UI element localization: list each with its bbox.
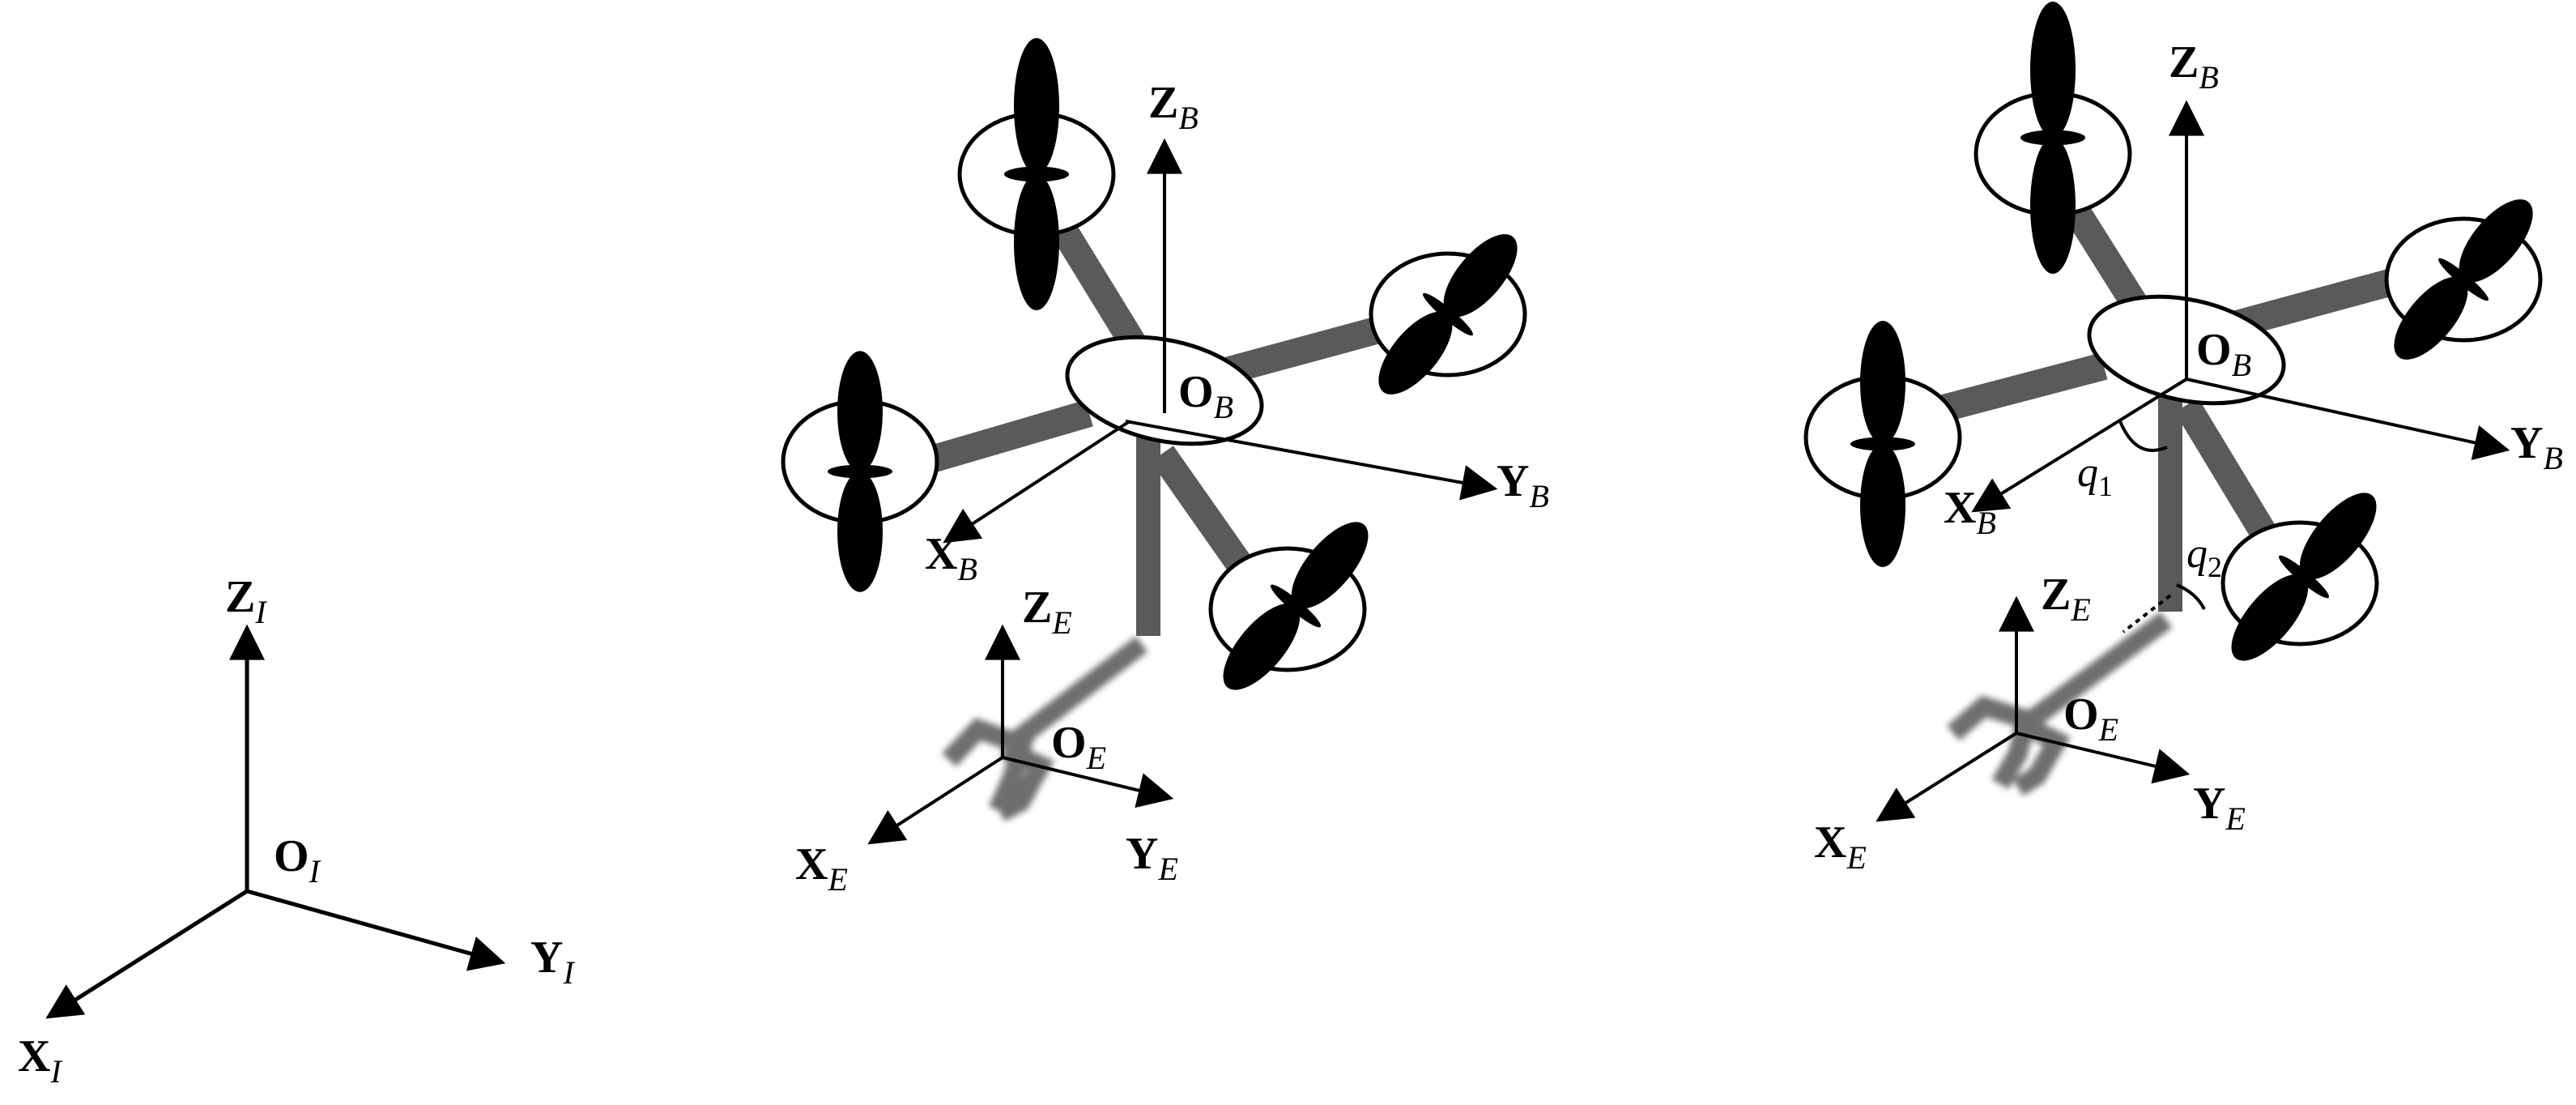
ee2-origin-label: OE [2063, 689, 2118, 748]
body2-x-label: XB [1944, 483, 1996, 541]
body1-origin-label: OB [1178, 367, 1233, 425]
inertial-x-label: XI [18, 1031, 62, 1090]
ee2-x-label: XE [1814, 817, 1867, 876]
body2-z-label: ZB [2169, 37, 2219, 96]
arm [919, 399, 1093, 476]
ee2-y-label: YE [2193, 779, 2246, 837]
quadrotor-1: ZB OB YB XB ZE OE YE XE [781, 38, 1549, 898]
rotor [1358, 215, 1538, 413]
body2-y-label: YB [2510, 418, 2563, 476]
inertial-z-label: ZI [225, 572, 267, 630]
q2-label: q2 [2186, 531, 2222, 583]
body1-x-label: XB [925, 529, 977, 587]
rotor [1203, 503, 1389, 709]
ee1-z-label: ZE [1022, 582, 1072, 641]
body-x-axis [1971, 378, 2188, 513]
body-y-axis [2186, 378, 2510, 460]
quadrotor-2: ZB OB YB XB q1 q2 ZE OE YE XE [1803, 2, 2563, 876]
rotor [1974, 2, 2132, 275]
body1-y-label: YB [1497, 456, 1549, 514]
ee-x-axis [1876, 732, 2018, 822]
ee2-z-label: ZE [2041, 570, 2091, 628]
inertial-x-axis [45, 889, 249, 1019]
ee-x-axis [867, 756, 1004, 845]
rotor [2211, 474, 2397, 680]
arm [1927, 352, 2108, 425]
q1-label: q1 [2077, 450, 2113, 502]
inertial-y-axis [246, 889, 506, 971]
q2-angle-arc [2176, 583, 2206, 610]
rotor [1803, 321, 1962, 567]
rotor [781, 351, 939, 592]
ee1-x-label: XE [795, 839, 848, 898]
arm [2227, 266, 2405, 339]
ee-y-axis [2016, 732, 2191, 784]
gripper-1 [942, 636, 1148, 821]
rotor [2374, 181, 2553, 378]
q1-angle-arc [2118, 420, 2168, 452]
body1-z-label: ZB [1148, 78, 1199, 136]
rotor [957, 38, 1116, 311]
q2-reference-line [2122, 594, 2172, 634]
ee1-origin-label: OE [1051, 718, 1106, 776]
gripper-2 [1947, 612, 2173, 796]
ee1-y-label: YE [1126, 829, 1178, 887]
body2-origin-label: OB [2196, 325, 2251, 383]
inertial-origin-label: OI [274, 831, 321, 890]
ee-y-axis [1002, 756, 1174, 808]
inertial-frame: ZI OI YI XI [18, 572, 575, 1090]
body-y-axis [1125, 420, 1498, 501]
inertial-y-label: YI [530, 932, 575, 991]
body-x-axis [943, 420, 1131, 544]
